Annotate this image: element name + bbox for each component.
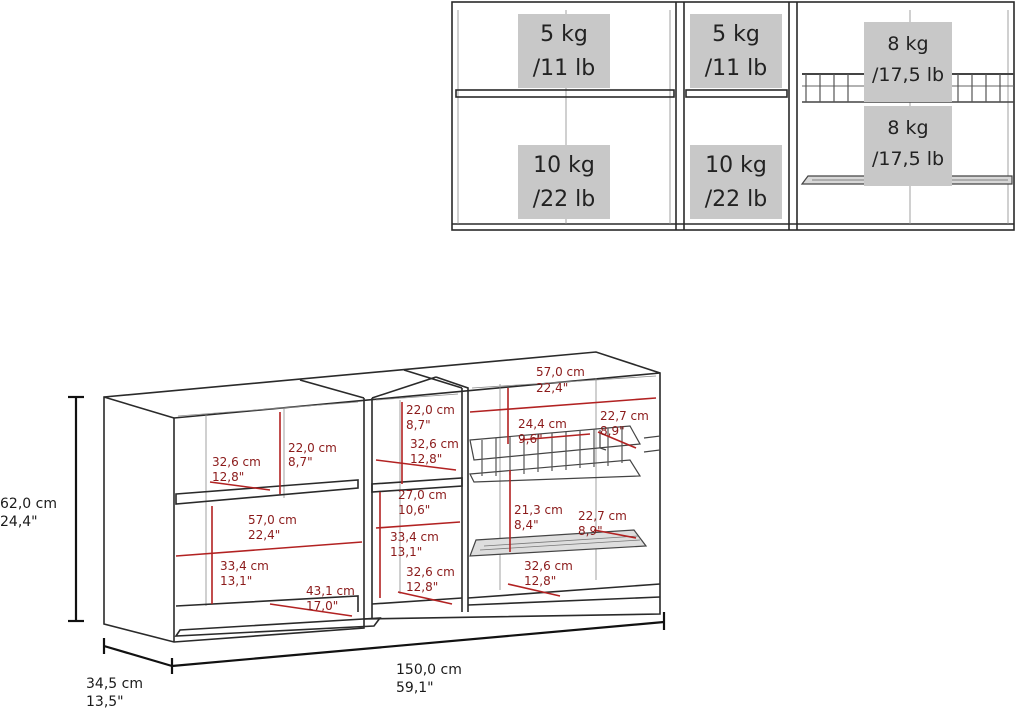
dim-left-bottom-height-in: 13,1" xyxy=(220,574,252,588)
interior-dimension-labels: 22,0 cm 8,7" 32,6 cm 12,8" 57,0 cm 22,4"… xyxy=(212,365,649,613)
drip-tray-icon xyxy=(469,529,648,557)
weight-bottom-mid-kg: 10 kg xyxy=(705,153,767,178)
weight-top-right-kg: 8 kg xyxy=(887,33,928,55)
dim-right-width-in: 22,4" xyxy=(536,381,568,395)
weight-bottom-left-kg: 10 kg xyxy=(533,153,595,178)
dim-mid-top-depth-cm: 32,6 cm xyxy=(410,437,459,451)
dim-right-rack-width-in: 9,6" xyxy=(518,432,543,446)
dim-right-rack-width-cm: 24,4 cm xyxy=(518,417,567,431)
dim-left-bottom-height-cm: 33,4 cm xyxy=(220,559,269,573)
dim-height-cm: 62,0 cm xyxy=(0,496,57,512)
overall-dimension-labels: 62,0 cm 24,4" 34,5 cm 13,5" 150,0 cm 59,… xyxy=(0,496,462,710)
weight-bottom-mid-lb: /22 lb xyxy=(705,187,767,212)
dim-left-top-height-in: 8,7" xyxy=(288,455,313,469)
dim-right-rack-depth-in: 8,9" xyxy=(600,424,625,438)
dim-left-top-depth-in: 12,8" xyxy=(212,470,244,484)
dim-mid-top-depth-in: 12,8" xyxy=(410,452,442,466)
dim-mid-mid-height-in: 10,6" xyxy=(398,503,430,517)
weight-top-left-kg: 5 kg xyxy=(540,22,588,47)
dim-right-tray-depth-in: 8,9" xyxy=(578,524,603,538)
dim-depth-cm: 34,5 cm xyxy=(86,676,143,692)
dim-depth-in: 13,5" xyxy=(86,694,124,710)
weight-top-mid-lb: /11 lb xyxy=(705,56,767,81)
load-capacity-view: 5 kg /11 lb 5 kg /11 lb 10 kg /22 lb 10 … xyxy=(451,1,1015,231)
dim-mid-top-height-in: 8,7" xyxy=(406,418,431,432)
dim-left-top-height-cm: 22,0 cm xyxy=(288,441,337,455)
weight-bottom-right-lb: /17,5 lb xyxy=(872,148,944,170)
dim-mid-bottom-depth-in: 12,8" xyxy=(406,580,438,594)
weight-bottom-left-lb: /22 lb xyxy=(533,187,595,212)
dim-right-width-cm: 57,0 cm xyxy=(536,365,585,379)
dim-mid-top-height-cm: 22,0 cm xyxy=(406,403,455,417)
dish-rack-icon xyxy=(469,425,661,483)
dim-right-gap-cm: 21,3 cm xyxy=(514,503,563,517)
dim-mid-bottom-depth-cm: 32,6 cm xyxy=(406,565,455,579)
dim-right-bottom-depth-in: 12,8" xyxy=(524,574,556,588)
dim-mid-bottom-height-in: 13,1" xyxy=(390,545,422,559)
weight-top-left-lb: /11 lb xyxy=(533,56,595,81)
dim-height-in: 24,4" xyxy=(0,514,38,530)
cabinet-isometric-view xyxy=(68,351,666,674)
dim-width-cm: 150,0 cm xyxy=(396,662,462,678)
dim-width-in: 59,1" xyxy=(396,680,434,696)
dim-mid-mid-height-cm: 27,0 cm xyxy=(398,488,447,502)
weight-top-right-lb: /17,5 lb xyxy=(872,64,944,86)
weight-top-mid-kg: 5 kg xyxy=(712,22,760,47)
weight-bottom-right-kg: 8 kg xyxy=(887,117,928,139)
dim-right-gap-in: 8,4" xyxy=(514,518,539,532)
dim-left-width-cm: 57,0 cm xyxy=(248,513,297,527)
dim-left-top-depth-cm: 32,6 cm xyxy=(212,455,261,469)
dim-right-rack-depth-cm: 22,7 cm xyxy=(600,409,649,423)
dim-mid-bottom-height-cm: 33,4 cm xyxy=(390,530,439,544)
dim-left-door-in: 17,0" xyxy=(306,599,338,613)
dim-right-bottom-depth-cm: 32,6 cm xyxy=(524,559,573,573)
dim-left-width-in: 22,4" xyxy=(248,528,280,542)
dim-left-door-cm: 43,1 cm xyxy=(306,584,355,598)
dim-right-tray-depth-cm: 22,7 cm xyxy=(578,509,627,523)
